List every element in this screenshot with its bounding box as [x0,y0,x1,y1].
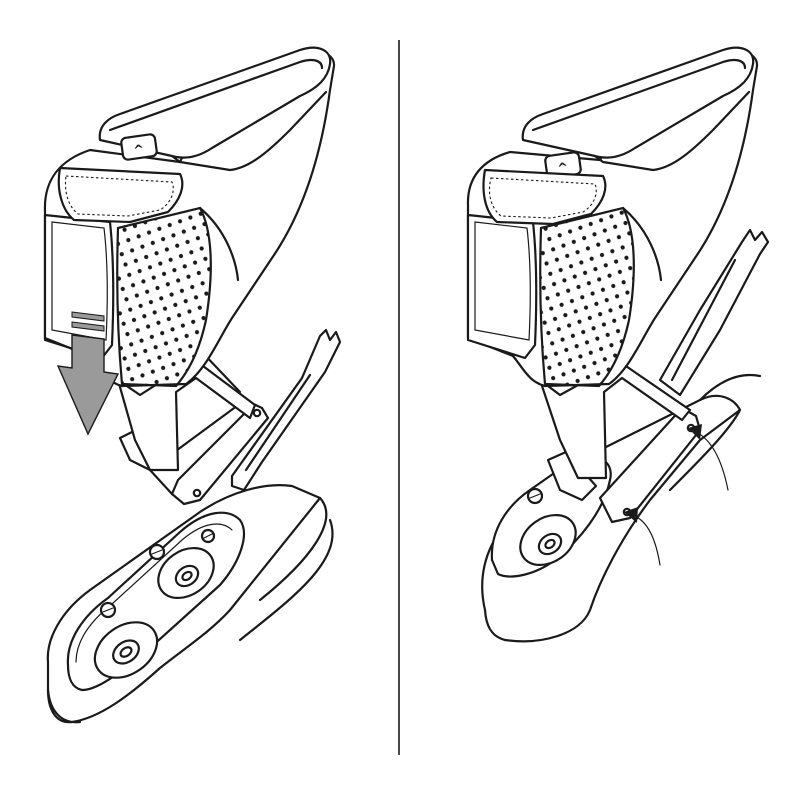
screw-arrow-lower [624,507,661,566]
right-panel: ^ [466,46,770,643]
perforated-side-panel-right [539,206,635,388]
screw-arrow-upper [688,424,729,491]
lid-release-glyph-right: ^ [557,160,570,176]
lid-release-glyph: ^ [133,142,146,158]
storage-pad-right [482,168,607,226]
console-base [46,484,334,724]
storage-pad [57,166,184,224]
push-down-arrow [56,311,120,436]
armrest-right: ^ [466,46,759,480]
trim-panel-cutaway [230,328,342,492]
trim-panel-right [658,228,770,397]
perforated-side-panel [116,206,212,388]
left-panel: ^ [43,46,342,724]
armrest-left: ^ [43,46,336,472]
lid-release-button [120,133,158,161]
